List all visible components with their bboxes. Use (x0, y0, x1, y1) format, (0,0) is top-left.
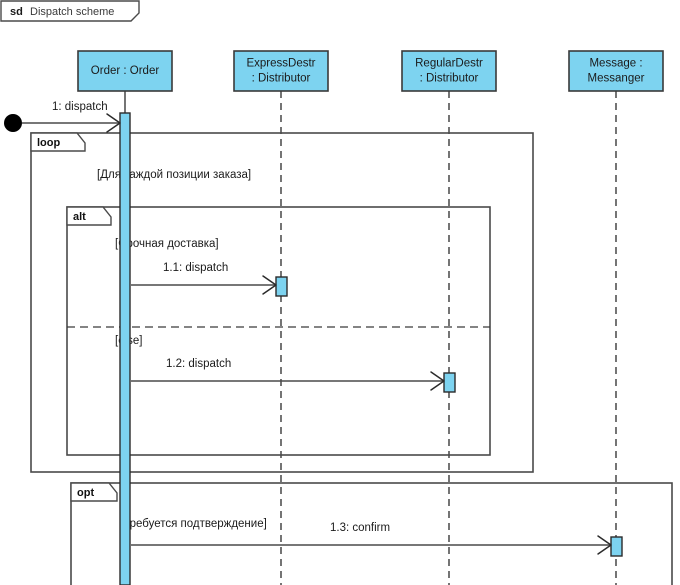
lifeline-box-messenger (568, 50, 664, 92)
activation-bar-regular[interactable] (443, 372, 456, 393)
found-message-start-dot (4, 114, 22, 132)
lifeline-box-express (233, 50, 329, 92)
fragment-tab-loop (30, 132, 86, 152)
message-label-m1: 1: dispatch (52, 101, 108, 113)
message-arrowhead-m1 (106, 113, 121, 133)
message-m13[interactable]: 1.3: confirm (131, 522, 612, 555)
fragment-opt[interactable]: opt [Требуется подтверждение] (70, 482, 673, 585)
lifeline-label-messenger-0: Message : (589, 58, 642, 70)
fragment-tab-alt (66, 206, 112, 226)
lifeline-label-messenger-1: Messanger (588, 73, 645, 85)
fragment-keyword-opt: opt (77, 487, 94, 499)
message-m11[interactable]: 1.1: dispatch (131, 262, 277, 295)
message-label-m13: 1.3: confirm (330, 522, 390, 534)
fragment-guard-loop: [Для каждой позиции заказа] (97, 169, 251, 181)
lifeline-box-order (77, 50, 173, 92)
message-arrowhead-m11 (262, 275, 277, 295)
diagram-frame-header: sd Dispatch scheme (0, 0, 140, 22)
frame-header-tab-shape (0, 0, 140, 22)
fragment-guard-alt: [Срочная доставка] (115, 238, 219, 250)
frame-keyword: sd (10, 6, 23, 18)
fragment-keyword-alt: alt (73, 211, 86, 223)
message-m1[interactable]: 1: dispatch (22, 101, 121, 133)
lifeline-label-express-0: ExpressDestr (246, 58, 315, 70)
lifeline-label-order-0: Order : Order (91, 65, 160, 77)
message-label-m11: 1.1: dispatch (163, 262, 228, 274)
fragment-guard-opt: [Требуется подтверждение] (120, 518, 267, 530)
fragment-loop[interactable]: loop [Для каждой позиции заказа] (30, 132, 534, 473)
combined-fragments-group: loop [Для каждой позиции заказа] alt [Срочн… (30, 132, 673, 585)
lifeline-head-order[interactable]: Order : Order (77, 50, 173, 92)
activation-bar-order[interactable] (119, 112, 131, 585)
activation-bars-group (119, 112, 623, 585)
message-arrowhead-m13 (597, 535, 612, 555)
fragment-keyword-loop: loop (37, 137, 60, 149)
activation-bar-express[interactable] (275, 276, 288, 297)
message-label-m12: 1.2: dispatch (166, 358, 231, 370)
message-arrowhead-m12 (430, 371, 445, 391)
fragment-border-loop (30, 132, 534, 473)
lifeline-label-regular-0: RegularDestr (415, 58, 483, 70)
lifeline-label-regular-1: : Distributor (420, 73, 479, 85)
lifeline-head-messenger[interactable]: Message : Messanger (568, 50, 664, 92)
lifeline-stems-group (124, 91, 617, 585)
fragment-tab-opt (70, 482, 118, 502)
activation-bar-messenger[interactable] (610, 536, 623, 557)
fragment-border-alt (66, 206, 491, 456)
fragment-border-opt (70, 482, 673, 585)
message-m12[interactable]: 1.2: dispatch (131, 358, 445, 391)
lifeline-head-express[interactable]: ExpressDestr : Distributor (233, 50, 329, 92)
lifeline-head-regular[interactable]: RegularDestr : Distributor (401, 50, 497, 92)
lifeline-box-regular (401, 50, 497, 92)
frame-name: Dispatch scheme (30, 6, 114, 18)
lifeline-label-express-1: : Distributor (252, 73, 311, 85)
messages-group: 1: dispatch 1.1: dispatch 1.2: dispatch 1.3… (22, 101, 612, 555)
